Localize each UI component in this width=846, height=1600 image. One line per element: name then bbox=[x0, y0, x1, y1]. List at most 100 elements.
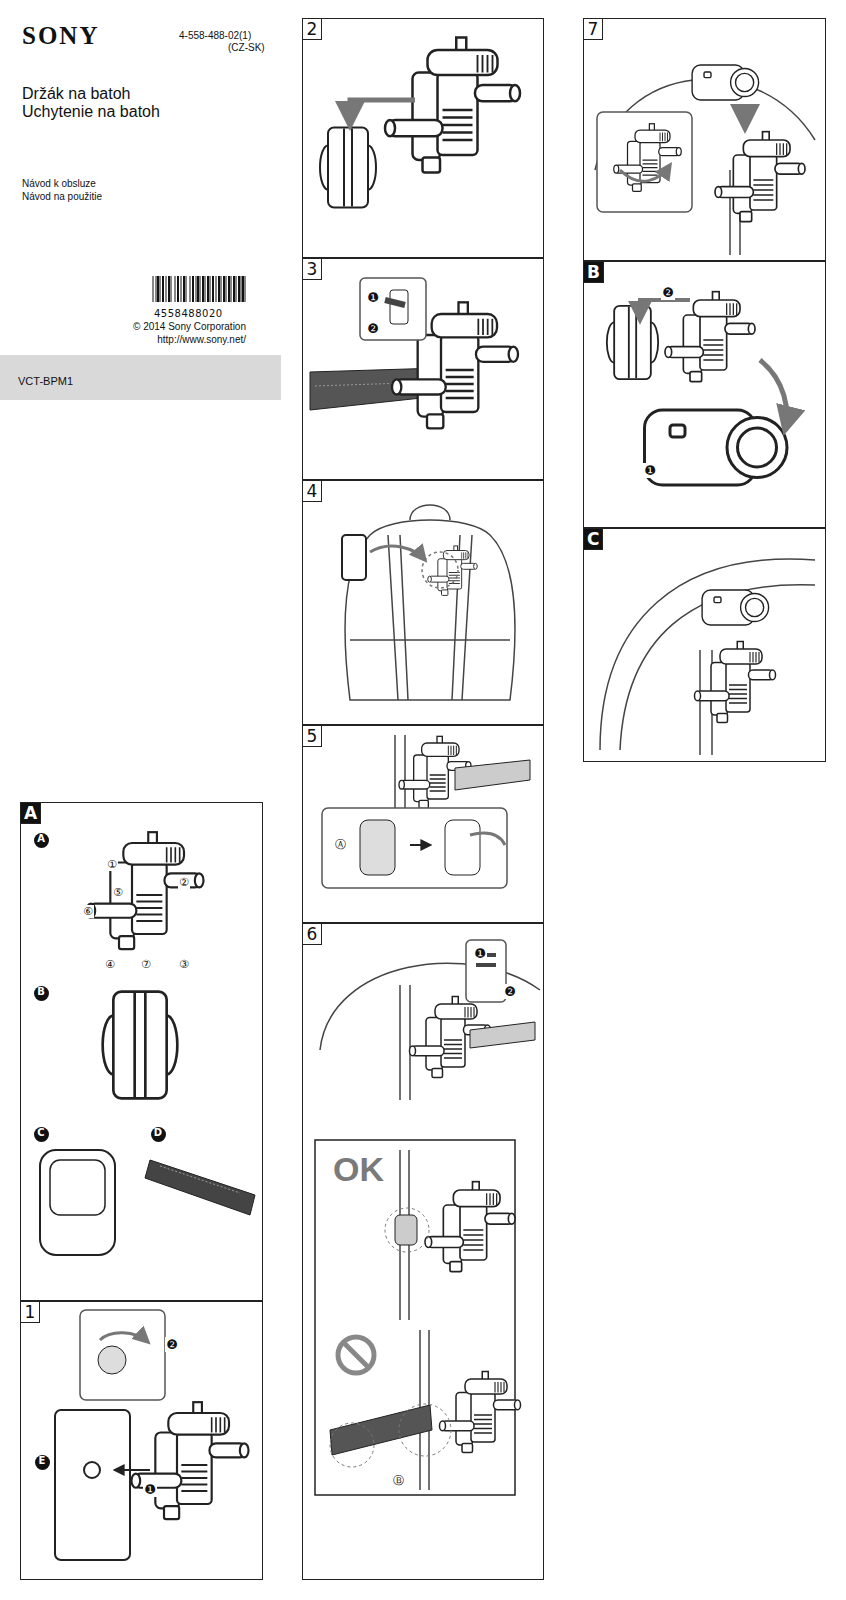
header-text: Uchytenie na batoh bbox=[22, 103, 160, 120]
barcode bbox=[153, 276, 245, 302]
step-panel: 7 bbox=[583, 18, 826, 261]
model-band bbox=[0, 355, 281, 400]
step-illustration bbox=[607, 292, 787, 485]
label-holder: ⑥ bbox=[82, 900, 94, 919]
header-text: (CZ-SK) bbox=[228, 42, 265, 53]
header-text: VCT-BPM1 bbox=[18, 375, 73, 387]
step-number: 1 bbox=[20, 1301, 40, 1323]
callout-number: ❶ bbox=[473, 946, 487, 961]
step-panel: 2 bbox=[302, 18, 544, 258]
label-holder: ❷ bbox=[366, 318, 380, 337]
label-holder: ❶ bbox=[366, 287, 380, 306]
label-holder: ③ bbox=[178, 953, 190, 972]
label-holder: ① bbox=[106, 853, 118, 872]
label-holder: ❷ bbox=[661, 282, 675, 301]
step-illustration bbox=[595, 65, 815, 255]
step-number: 3 bbox=[302, 258, 322, 280]
callout-number: ① bbox=[106, 858, 118, 871]
header-text: http://www.sony.net/ bbox=[157, 334, 246, 345]
step-panel: 6 bbox=[302, 923, 544, 1580]
ok-mark: OK bbox=[333, 1150, 384, 1188]
label-holder: ⑦ bbox=[140, 953, 152, 972]
callout-number: ❶ bbox=[643, 463, 657, 478]
label-holder: Návod na použitie bbox=[22, 185, 102, 204]
label-holder: ❶ bbox=[643, 460, 657, 479]
label-holder: E bbox=[35, 1449, 50, 1470]
label-holder: 4558488020 bbox=[154, 302, 223, 321]
label-holder: ⑤ bbox=[112, 881, 124, 900]
callout-number: ❷ bbox=[503, 984, 517, 999]
label-holder: A bbox=[34, 827, 49, 848]
step-number: B bbox=[583, 261, 604, 283]
step-panel: 1 bbox=[20, 1301, 263, 1580]
step-illustration bbox=[310, 278, 518, 428]
label-holder: Ⓑ bbox=[392, 1469, 405, 1488]
callout-number: ⑤ bbox=[112, 886, 124, 899]
header-text: Návod na použitie bbox=[22, 191, 102, 202]
step-panel: C bbox=[583, 528, 826, 762]
step-panel: 4 bbox=[302, 480, 544, 725]
step-illustration bbox=[320, 38, 520, 208]
callout-number: ④ bbox=[104, 958, 116, 971]
parts-illustration bbox=[40, 832, 255, 1255]
callout-number: ③ bbox=[178, 958, 190, 971]
callout-number: ❷ bbox=[366, 321, 380, 336]
part-letter: B bbox=[34, 986, 49, 1001]
label-holder: ❶ bbox=[473, 943, 487, 962]
part-letter: E bbox=[35, 1455, 50, 1470]
header-text: © 2014 Sony Corporation bbox=[133, 321, 246, 332]
step-illustration bbox=[55, 1310, 249, 1560]
step-panel: A bbox=[20, 802, 263, 1301]
label-holder: ❷ bbox=[503, 981, 517, 1000]
label-holder: B bbox=[34, 980, 49, 1001]
label-holder: http://www.sony.net/ bbox=[157, 328, 246, 347]
label-holder: SONY bbox=[22, 22, 99, 51]
step-illustration bbox=[315, 940, 540, 1495]
label-holder: © 2014 Sony Corporation bbox=[133, 315, 246, 334]
label-holder: D bbox=[151, 1121, 166, 1142]
label-holder: ❶ bbox=[143, 1479, 157, 1498]
header-text: Návod k obsluze bbox=[22, 178, 96, 189]
callout-number: ❷ bbox=[165, 1337, 179, 1352]
step-number: C bbox=[583, 528, 603, 550]
callout-number: ❶ bbox=[143, 1482, 157, 1497]
step-number: A bbox=[20, 802, 41, 824]
header-text: Držák na batoh bbox=[22, 85, 131, 102]
label-holder: (CZ-SK) bbox=[228, 36, 265, 55]
step-number: 4 bbox=[302, 480, 322, 502]
label-holder: ② bbox=[178, 871, 190, 890]
callout-number: ❶ bbox=[366, 290, 380, 305]
part-letter: C bbox=[34, 1127, 49, 1142]
backpack-illustration bbox=[342, 505, 515, 700]
callout-number: Ⓐ bbox=[334, 838, 347, 851]
brand-logo: SONY bbox=[22, 22, 99, 49]
callout-number: ⑥ bbox=[82, 905, 94, 918]
backpack-illustration bbox=[600, 559, 815, 755]
step-number: 6 bbox=[302, 923, 322, 945]
step-number: 2 bbox=[302, 18, 322, 40]
callout-number: ② bbox=[178, 876, 190, 889]
step-number: 5 bbox=[302, 725, 322, 747]
label-holder: Ⓐ bbox=[334, 833, 347, 852]
step-panel: 3 bbox=[302, 258, 544, 480]
barcode-number: 4558488020 bbox=[154, 308, 223, 319]
step-illustration bbox=[322, 735, 530, 888]
header-text: 4-558-488-02(1) bbox=[179, 30, 251, 41]
label-holder: C bbox=[34, 1121, 49, 1142]
part-letter: A bbox=[34, 833, 49, 848]
callout-number: ❷ bbox=[661, 285, 675, 300]
step-panel: 5 bbox=[302, 725, 544, 923]
part-letter: D bbox=[151, 1127, 166, 1142]
step-panel: B bbox=[583, 261, 826, 528]
label-holder: Držák na batoh bbox=[22, 84, 131, 103]
label-holder: Návod k obsluze bbox=[22, 172, 96, 191]
label-holder: Uchytenie na batoh bbox=[22, 102, 160, 121]
label-holder: VCT-BPM1 bbox=[18, 370, 73, 389]
label-holder: 4-558-488-02(1) bbox=[179, 24, 251, 43]
callout-number: Ⓑ bbox=[392, 1474, 405, 1487]
label-holder: ❷ bbox=[165, 1334, 179, 1353]
label-holder: ④ bbox=[104, 953, 116, 972]
callout-number: ⑦ bbox=[140, 958, 152, 971]
step-number: 7 bbox=[583, 18, 603, 40]
